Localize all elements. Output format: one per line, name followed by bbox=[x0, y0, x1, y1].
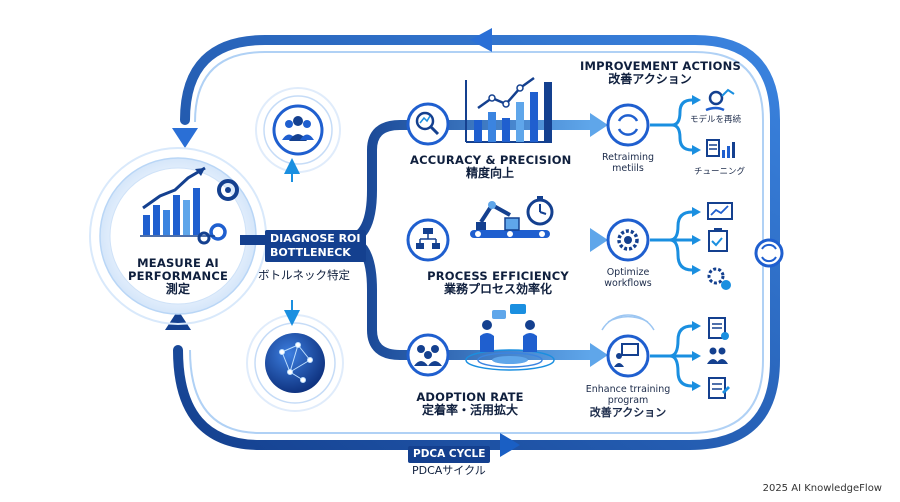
action-enhance-line1: Enhance trraining bbox=[585, 384, 671, 395]
users-node bbox=[255, 87, 341, 182]
branch-process-icons bbox=[406, 196, 554, 262]
branch-adoption-label: ADOPTION RATE 定着率・活用拡大 bbox=[415, 390, 525, 418]
group-icon bbox=[707, 347, 728, 364]
output-label-tuning: チューニング bbox=[694, 167, 746, 177]
fanout-arrowheads bbox=[692, 95, 701, 391]
measure-title-line1: MEASURE AI bbox=[137, 256, 219, 270]
branch-accuracy-label: ACCURACY & PRECISION 精度向上 bbox=[410, 153, 572, 181]
action-retrain-line2: metiils bbox=[612, 162, 644, 174]
branch-arrowheads bbox=[590, 113, 608, 367]
branch-adoption-jp: 定着率・活用拡大 bbox=[421, 403, 518, 418]
document-chart-icon bbox=[706, 139, 735, 158]
meeting-icon bbox=[465, 304, 555, 371]
users-icon bbox=[282, 116, 314, 141]
monitor-chart-icon bbox=[707, 202, 733, 220]
measure-node bbox=[89, 147, 267, 325]
bar-chart-icon bbox=[465, 76, 552, 143]
stopwatch-icon bbox=[526, 196, 554, 226]
action-enhance-line2: program bbox=[607, 394, 649, 406]
branch-process-jp: 業務プロセス効率化 bbox=[443, 282, 552, 297]
refresh-icon bbox=[617, 114, 639, 136]
branch-accuracy-icons bbox=[406, 76, 552, 146]
hand-gear-icon bbox=[705, 88, 735, 112]
team-icon bbox=[414, 345, 442, 366]
diagnose-line1: DIAGNOSE ROI bbox=[270, 232, 361, 245]
output-icons bbox=[705, 88, 735, 399]
measure-title: MEASURE AI PERFORMANCE 測定 bbox=[118, 256, 238, 297]
action-optimize-label: Optimize workflows bbox=[588, 267, 668, 290]
branch-adoption-icons bbox=[406, 304, 555, 377]
footer-credit: 2025 AI KnowledgeFlow bbox=[762, 483, 882, 494]
teacher-icon bbox=[614, 343, 639, 367]
flowchart-icon bbox=[416, 228, 440, 249]
branch-process-label: PROCESS EFFICIENCY 業務プロセス効率化 bbox=[418, 269, 578, 297]
fanout-arrows bbox=[650, 98, 693, 388]
action-retrain-line1: Retraiming bbox=[601, 152, 655, 163]
action-optimize-line1: Optimize bbox=[606, 267, 650, 278]
action-optimize-line2: workflows bbox=[604, 277, 652, 289]
output-label-model: モデルを再続 bbox=[690, 115, 742, 125]
improvement-en: IMPROVEMENT ACTIONS bbox=[580, 59, 741, 73]
measure-title-line2: PERFORMANCE bbox=[127, 269, 229, 284]
pdca-jp: PDCAサイクル bbox=[412, 464, 486, 477]
improvement-header: IMPROVEMENT ACTIONS 改善アクション bbox=[580, 59, 741, 87]
diagnose-badge: DIAGNOSE ROI BOTTLENECK bbox=[265, 230, 366, 262]
cycle-icon bbox=[754, 238, 784, 268]
gear-check-icon bbox=[707, 267, 731, 290]
action-enhance-jp: 改善アクション bbox=[589, 405, 667, 419]
improvement-jp: 改善アクション bbox=[608, 72, 692, 87]
action-nodes bbox=[601, 103, 655, 378]
action-enhance-label: Enhance trraining program 改善アクション bbox=[578, 384, 678, 419]
diagnose-jp: ボトルネック特定 bbox=[258, 268, 350, 282]
gear-icon bbox=[617, 229, 639, 251]
diagnose-line2: BOTTLENECK bbox=[270, 245, 351, 259]
pdca-loop bbox=[165, 28, 784, 457]
branch-process-en: PROCESS EFFICIENCY bbox=[427, 269, 569, 283]
measure-title-jp: 測定 bbox=[165, 282, 191, 297]
branch-accuracy-en: ACCURACY & PRECISION bbox=[410, 153, 572, 167]
branch-accuracy-jp: 精度向上 bbox=[465, 166, 514, 181]
clipboard-icon bbox=[708, 228, 728, 252]
action-retrain-label: Retraiming metiils bbox=[588, 152, 668, 175]
branch-adoption-en: ADOPTION RATE bbox=[416, 390, 524, 404]
chart-gear-icon bbox=[140, 166, 239, 245]
robot-arm-icon bbox=[470, 201, 550, 238]
certificate-icon bbox=[708, 317, 729, 340]
pdca-badge: PDCA CYCLE bbox=[408, 446, 491, 464]
network-icon bbox=[279, 342, 313, 383]
magnifier-chart-icon bbox=[415, 111, 440, 136]
checklist-icon bbox=[708, 377, 730, 399]
network-node bbox=[246, 300, 344, 412]
